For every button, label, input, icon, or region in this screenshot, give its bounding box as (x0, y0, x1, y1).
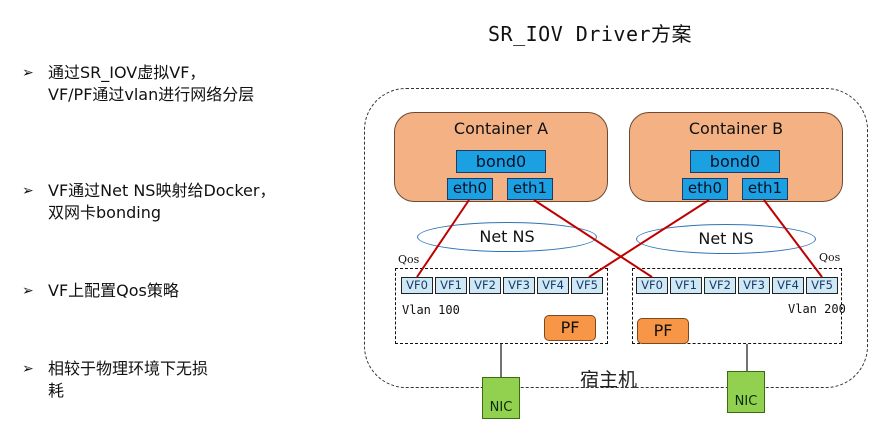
container-name: Container A (453, 119, 549, 138)
diagram-title: SR_IOV Driver方案 (488, 22, 693, 46)
net-ns-ellipse: Net NS (417, 222, 597, 252)
vlan-200-box (632, 268, 842, 344)
bond0-interface: bond0 (690, 150, 780, 173)
bullet-list: ➢ 通过SR_IOV虚拟VF， VF/PF通过vlan进行网络分层 ➢ VF通过… (0, 0, 340, 437)
eth1-interface: eth1 (507, 178, 553, 200)
bullet-text: 相较于物理环境下无损 耗 (48, 359, 209, 400)
net-ns-ellipse: Net NS (636, 224, 816, 254)
arrow-bullet-icon: ➢ (22, 65, 34, 81)
vf-1: VF1 (670, 277, 702, 294)
eth1-interface: eth1 (742, 178, 788, 200)
bullet-item: ➢ 通过SR_IOV虚拟VF， VF/PF通过vlan进行网络分层 (22, 62, 254, 106)
vf-4: VF4 (537, 277, 569, 294)
bullet-item: ➢ VF通过Net NS映射给Docker， 双网卡bonding (22, 180, 275, 224)
host-label: 宿主机 (580, 369, 638, 391)
qos-label: Qos (819, 251, 841, 264)
bullet-text: VF上配置Qos策略 (48, 281, 179, 300)
container-name: Container B (688, 119, 784, 138)
pf-box: PF (544, 315, 596, 341)
eth0-interface: eth0 (447, 178, 493, 200)
nic-box: NIC (727, 371, 765, 413)
link-a-eth0-vf0 (416, 199, 470, 278)
bond0-interface: bond0 (456, 150, 546, 173)
vf-0: VF0 (636, 277, 668, 294)
pf-box: PF (637, 318, 689, 344)
bullet-text: VF通过Net NS映射给Docker， 双网卡bonding (48, 181, 276, 222)
vf-3: VF3 (503, 277, 535, 294)
bullet-text: 通过SR_IOV虚拟VF， VF/PF通过vlan进行网络分层 (48, 63, 255, 104)
vf-4: VF4 (772, 277, 804, 294)
link-b-eth1-vf5b (763, 199, 823, 278)
arrow-bullet-icon: ➢ (22, 361, 34, 377)
vf-2: VF2 (469, 277, 501, 294)
vf-1: VF1 (435, 277, 467, 294)
bullet-item: ➢ VF上配置Qos策略 (22, 280, 179, 302)
vlan-100-box (395, 268, 608, 344)
qos-label: Qos (398, 253, 420, 266)
arrow-bullet-icon: ➢ (22, 183, 34, 199)
vf-0: VF0 (401, 277, 433, 294)
arrow-bullet-icon: ➢ (22, 283, 34, 299)
vlan-label: Vlan 100 (402, 303, 460, 317)
vf-5: VF5 (571, 277, 603, 294)
vf-3: VF3 (738, 277, 770, 294)
eth0-interface: eth0 (682, 178, 728, 200)
link-b-eth0-vf5a (588, 199, 710, 278)
vf-5: VF5 (806, 277, 838, 294)
vf-2: VF2 (704, 277, 736, 294)
vlan-label: Vlan 200 (788, 302, 846, 316)
host-boundary (364, 88, 868, 388)
bullet-item: ➢ 相较于物理环境下无损 耗 (22, 358, 208, 402)
nic-box: NIC (482, 377, 520, 419)
link-a-eth1-vf0b (533, 199, 653, 278)
